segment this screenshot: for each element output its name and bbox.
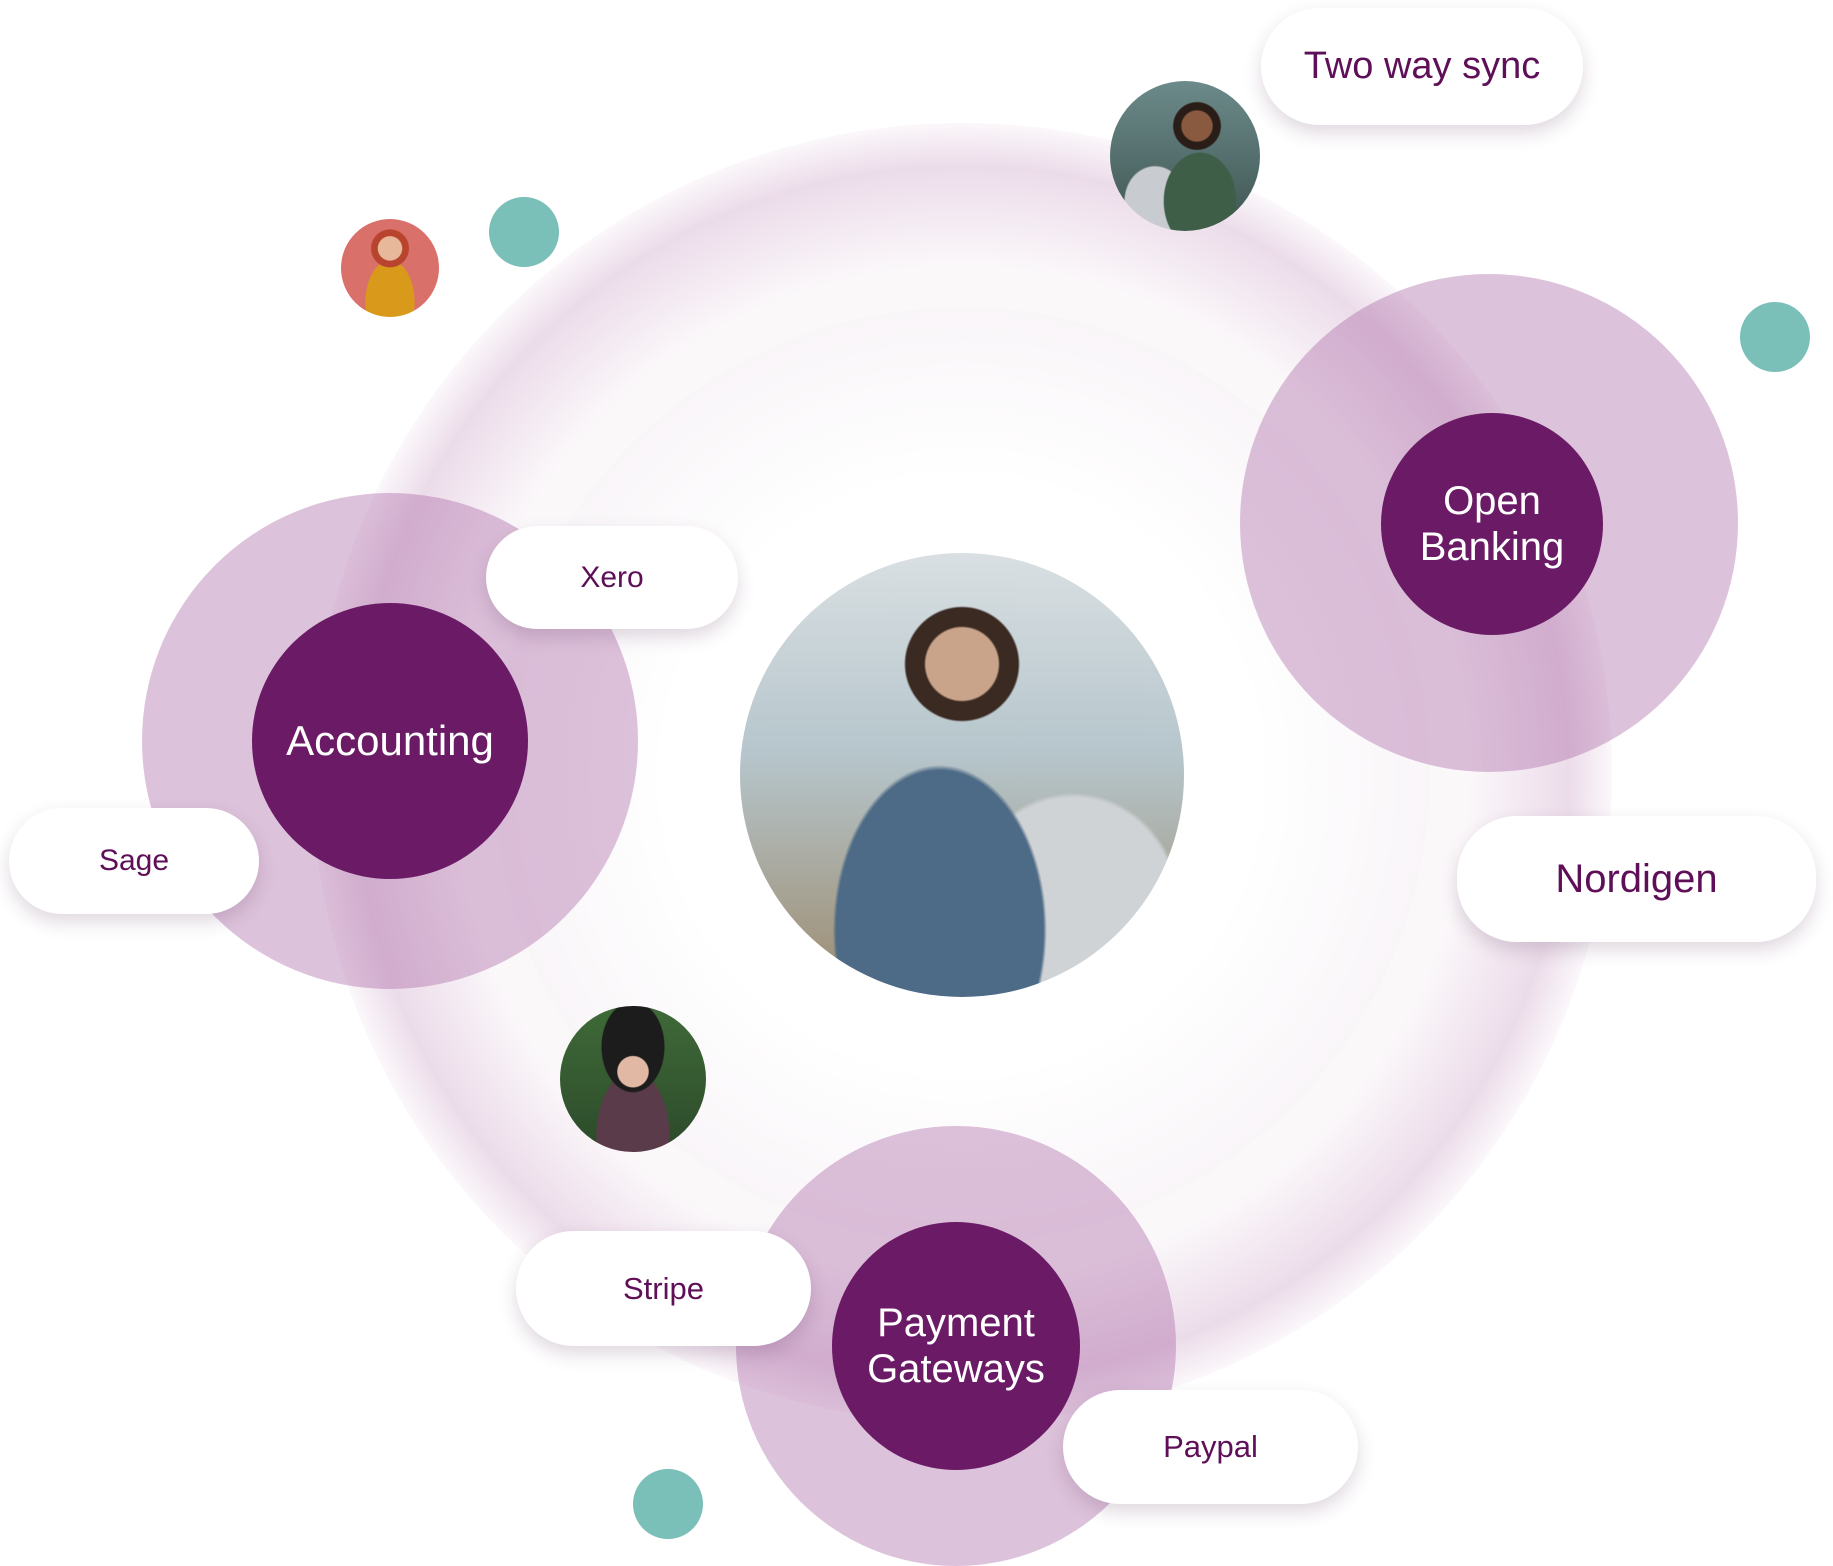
payment-gateways-category[interactable]: Payment Gateways bbox=[832, 1222, 1080, 1470]
accounting-category[interactable]: Accounting bbox=[252, 603, 528, 879]
teal-dot bbox=[1740, 302, 1810, 372]
teal-dot bbox=[489, 197, 559, 267]
payment-gateways-label: Payment Gateways bbox=[867, 1301, 1045, 1391]
avatar-woman-yellow bbox=[341, 219, 439, 317]
two-way-sync-pill[interactable]: Two way sync bbox=[1261, 8, 1583, 125]
accounting-label: Accounting bbox=[286, 716, 494, 764]
sage-pill[interactable]: Sage bbox=[9, 808, 259, 914]
avatar-woman-hat bbox=[560, 1006, 706, 1152]
stripe-pill[interactable]: Stripe bbox=[516, 1231, 811, 1346]
nordigen-label: Nordigen bbox=[1555, 856, 1718, 901]
sage-label: Sage bbox=[98, 844, 170, 877]
paypal-pill[interactable]: Paypal bbox=[1063, 1390, 1358, 1504]
two-way-sync-label: Two way sync bbox=[1303, 45, 1541, 87]
open-banking-category[interactable]: Open Banking bbox=[1381, 413, 1603, 635]
xero-pill[interactable]: Xero bbox=[486, 526, 738, 629]
nordigen-pill[interactable]: Nordigen bbox=[1457, 816, 1816, 942]
stripe-label: Stripe bbox=[623, 1270, 704, 1306]
avatar-woman-laptop bbox=[1110, 81, 1260, 231]
paypal-label: Paypal bbox=[1163, 1429, 1258, 1464]
open-banking-label: Open Banking bbox=[1419, 479, 1565, 569]
teal-dot bbox=[633, 1469, 703, 1539]
center-person-photo bbox=[740, 553, 1184, 997]
xero-label: Xero bbox=[580, 560, 644, 594]
